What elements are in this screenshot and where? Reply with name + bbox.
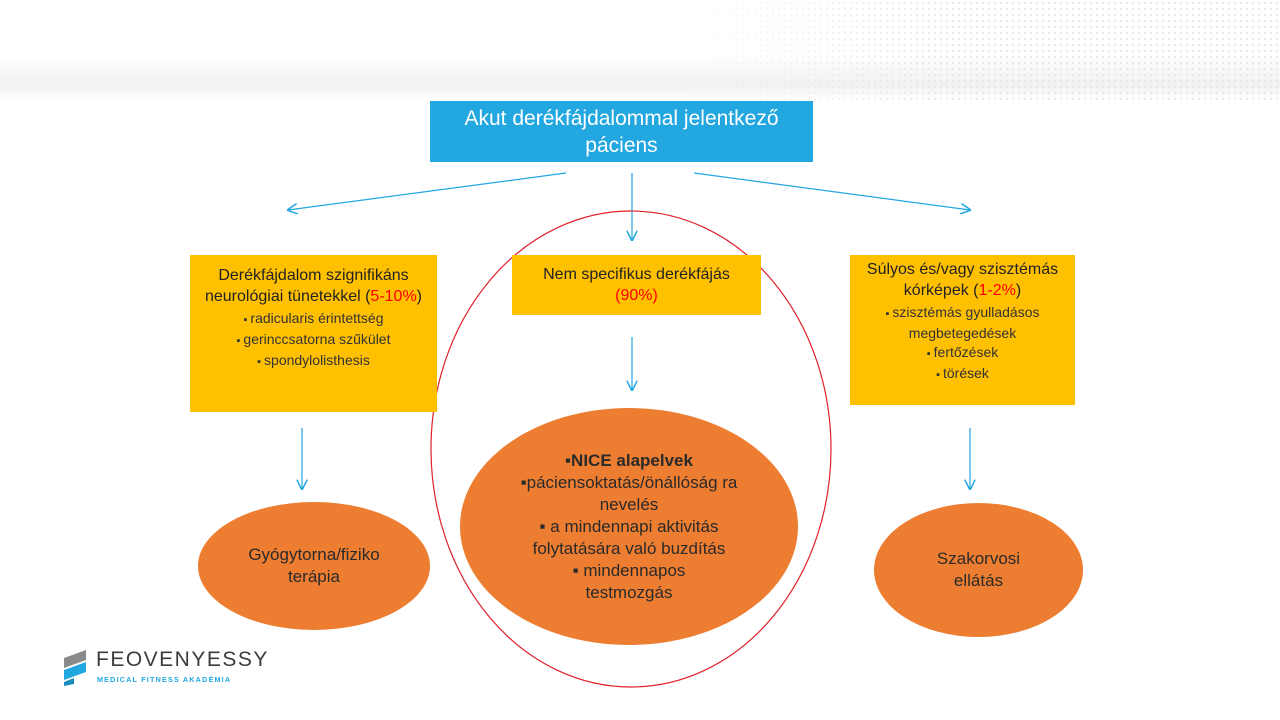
mid-box-percent: (90%) [615,287,658,304]
mid-box-title: Nem specifikus derékfájás [543,266,730,283]
nice-line: ▪NICE alapelvek [565,450,693,470]
nice-line: ▪páciensoktatás/önállóság ra nevelés [520,472,738,514]
logo-name: FEOVENYESSY [96,648,269,671]
list-item: törések [856,364,1069,385]
nice-line: ▪ mindennapos testmozgás [572,560,686,602]
physio-oval: Gyógytorna/fiziko terápia [198,502,430,630]
specialist-oval: Szakorvosi ellátás [874,503,1083,637]
list-item: spondylolisthesis [196,351,431,372]
right-box-percent: 1-2% [978,282,1016,299]
arrow-top-left [288,172,567,210]
list-item: fertőzések [856,343,1069,364]
arrow-top-right [693,172,970,210]
list-item: szisztémás gyulladásos megbetegedések [856,303,1069,343]
left-box-title: Derékfájdalom szignifikáns neurológiai t… [204,267,422,305]
physio-oval-text: Gyógytorna/fiziko terápia [248,545,380,586]
left-box-percent: 5-10% [370,288,417,305]
top-box-text: Akut derékfájdalommal jelentkező páciens [464,106,779,157]
left-box-list: radicularis érintettség gerinccsatorna s… [196,309,431,372]
specialist-oval-text: Szakorvosi ellátás [936,549,1021,590]
right-box-title: Súlyos és/vagy szisztémás kórképek (1-2%… [866,261,1059,299]
top-patient-box: Akut derékfájdalommal jelentkező páciens [430,101,813,162]
list-item: radicularis érintettség [196,309,431,330]
list-item: gerinccsatorna szűkület [196,330,431,351]
right-box-list: szisztémás gyulladásos megbetegedések fe… [856,303,1069,385]
systemic-box: Súlyos és/vagy szisztémás kórképek (1-2%… [850,255,1075,405]
highlight-ellipse [430,210,832,688]
decorative-dot-pattern [680,0,1280,100]
logo-mark-icon [64,650,86,686]
feovenyessy-logo: FEOVENYESSY MEDICAL FITNESS AKADÉMIA [62,648,267,688]
logo-subtitle: MEDICAL FITNESS AKADÉMIA [97,675,232,684]
nice-line: ▪ a mindennapi aktivitás folytatására va… [532,516,726,558]
nice-oval: ▪NICE alapelvek ▪páciensoktatás/önállósá… [460,408,798,645]
nonspecific-box: Nem specifikus derékfájás (90%) [512,255,761,315]
neuro-symptoms-box: Derékfájdalom szignifikáns neurológiai t… [190,255,437,412]
